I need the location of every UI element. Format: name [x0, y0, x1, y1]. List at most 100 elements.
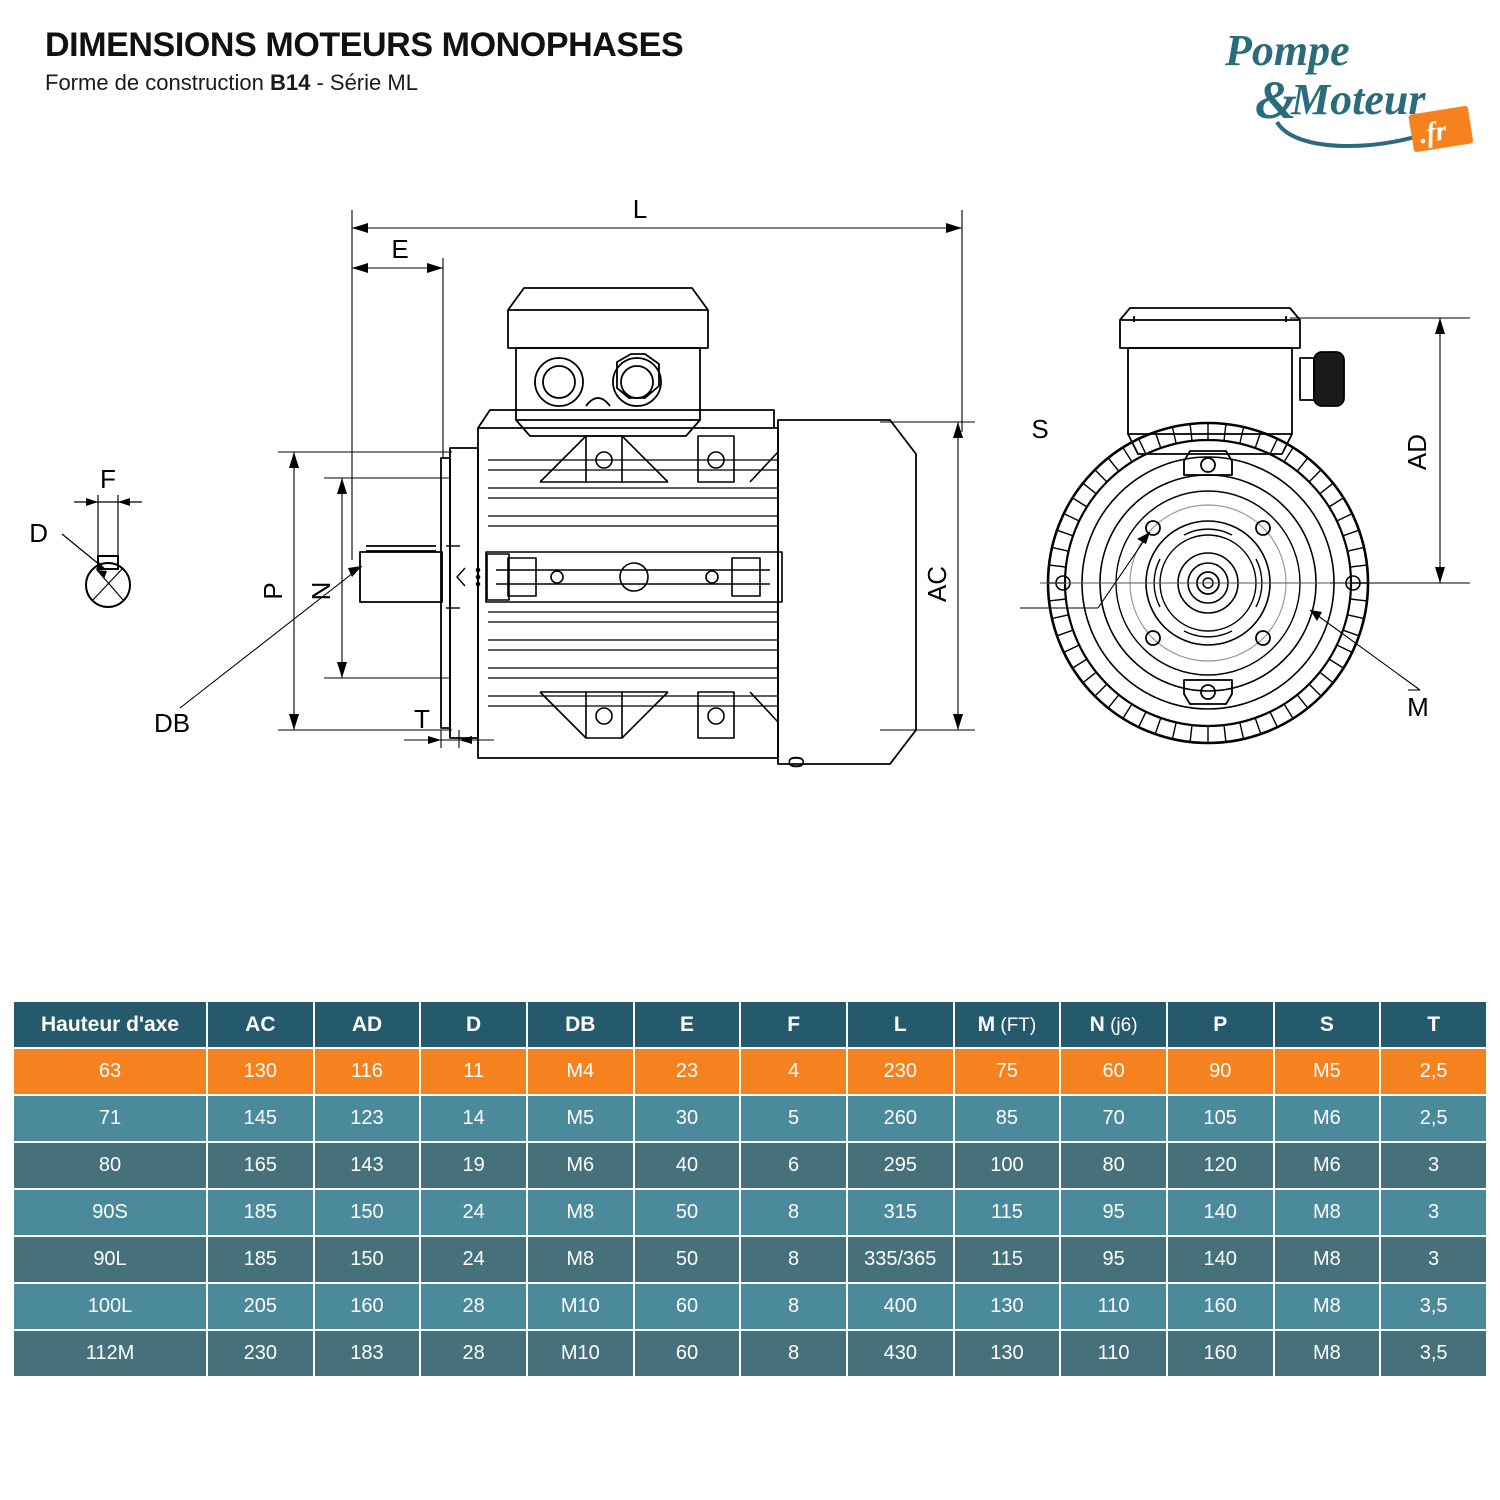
cell-f: 5	[741, 1096, 846, 1141]
leader-DB	[179, 565, 363, 709]
cell-t: 3	[1381, 1190, 1486, 1235]
cell-ac: 185	[208, 1237, 313, 1282]
cell-ad: 160	[314, 1284, 420, 1329]
cell-e: 60	[634, 1331, 740, 1376]
motor-cooling-fins	[488, 459, 778, 707]
dimension-F	[74, 495, 142, 558]
cell-n: 95	[1061, 1237, 1166, 1282]
cell-n: 95	[1061, 1190, 1166, 1235]
cell-ad: 123	[314, 1096, 420, 1141]
cell-e: 30	[634, 1096, 740, 1141]
cell-db: M10	[527, 1284, 633, 1329]
cell-d: 24	[421, 1190, 526, 1235]
cell-p: 120	[1167, 1143, 1273, 1188]
table-column-header-hauteur-d-axe: Hauteur d'axe	[14, 1002, 206, 1047]
cell-m: 115	[954, 1237, 1060, 1282]
column-label: F	[787, 1012, 801, 1036]
column-label: P	[1213, 1012, 1228, 1036]
cell-p: 160	[1167, 1284, 1273, 1329]
cell-l: 230	[847, 1049, 953, 1094]
brand-logo[interactable]: Pompe & Moteur .fr	[1205, 18, 1485, 158]
column-label-sub: (j6)	[1104, 1014, 1138, 1036]
cell-f: 8	[741, 1284, 846, 1329]
label-T: T	[414, 704, 430, 734]
cell-p: 140	[1167, 1190, 1273, 1235]
cell-s: M8	[1274, 1284, 1380, 1329]
cell-f: 8	[741, 1331, 846, 1376]
cell-frame-size: 90L	[14, 1237, 206, 1282]
cell-frame-size: 90S	[14, 1190, 206, 1235]
label-AC: AC	[922, 566, 952, 602]
cell-f: 4	[741, 1049, 846, 1094]
cell-n: 110	[1061, 1331, 1166, 1376]
front-flange-bolt-holes	[1145, 520, 1271, 646]
column-label: AC	[245, 1012, 276, 1036]
cell-ad: 150	[314, 1237, 420, 1282]
cell-s: M6	[1274, 1143, 1380, 1188]
cell-d: 28	[421, 1284, 526, 1329]
label-F: F	[100, 464, 116, 494]
cell-l: 335/365	[847, 1237, 953, 1282]
cell-t: 3	[1381, 1237, 1486, 1282]
label-L: L	[633, 194, 647, 224]
cell-n: 110	[1061, 1284, 1166, 1329]
terminal-box-front	[1119, 307, 1345, 455]
page-title: DIMENSIONS MOTEURS MONOPHASES	[45, 26, 684, 64]
cell-e: 50	[634, 1190, 740, 1235]
cell-m: 130	[954, 1331, 1060, 1376]
cell-m: 130	[954, 1284, 1060, 1329]
table-column-header-n: N (j6)	[1061, 1002, 1166, 1047]
column-label: D	[466, 1012, 482, 1036]
cell-db: M8	[527, 1190, 633, 1235]
cell-m: 75	[954, 1049, 1060, 1094]
cell-m: 85	[954, 1096, 1060, 1141]
cell-t: 3,5	[1381, 1331, 1486, 1376]
cell-t: 3,5	[1381, 1284, 1486, 1329]
cell-frame-size: 80	[14, 1143, 206, 1188]
cell-l: 315	[847, 1190, 953, 1235]
label-S: S	[1031, 414, 1048, 444]
logo-text-pompe: Pompe	[1224, 26, 1350, 75]
leader-M	[1309, 609, 1421, 691]
cell-ac: 230	[208, 1331, 313, 1376]
cell-s: M5	[1274, 1049, 1380, 1094]
cell-db: M6	[527, 1143, 633, 1188]
table-column-header-db: DB	[527, 1002, 633, 1047]
leader-S	[1020, 531, 1151, 609]
logo-text-moteur: Moteur	[1290, 75, 1426, 124]
cell-frame-size: 112M	[14, 1331, 206, 1376]
cell-d: 28	[421, 1331, 526, 1376]
cell-d: 11	[421, 1049, 526, 1094]
cell-l: 430	[847, 1331, 953, 1376]
column-label: S	[1319, 1012, 1334, 1036]
cell-db: M5	[527, 1096, 633, 1141]
drawing-svg: F D	[29, 194, 1470, 768]
subtitle-prefix: Forme de construction	[45, 69, 270, 95]
label-DB: DB	[154, 708, 190, 738]
table-column-header-t: T	[1381, 1002, 1486, 1047]
table-column-header-f: F	[741, 1002, 846, 1047]
label-M: M	[1407, 692, 1429, 722]
title-block: DIMENSIONS MOTEURS MONOPHASES Forme de c…	[45, 26, 684, 96]
cell-l: 400	[847, 1284, 953, 1329]
flange-face-marks	[446, 545, 481, 609]
table-column-header-ac: AC	[208, 1002, 313, 1047]
column-label: E	[679, 1012, 694, 1036]
column-label: M	[977, 1012, 996, 1036]
dimension-AC	[880, 421, 975, 731]
table-column-header-d: D	[421, 1002, 526, 1047]
column-label: DB	[565, 1012, 596, 1036]
cell-ac: 145	[208, 1096, 313, 1141]
cell-d: 19	[421, 1143, 526, 1188]
cell-db: M4	[527, 1049, 633, 1094]
label-N: N	[306, 582, 336, 601]
